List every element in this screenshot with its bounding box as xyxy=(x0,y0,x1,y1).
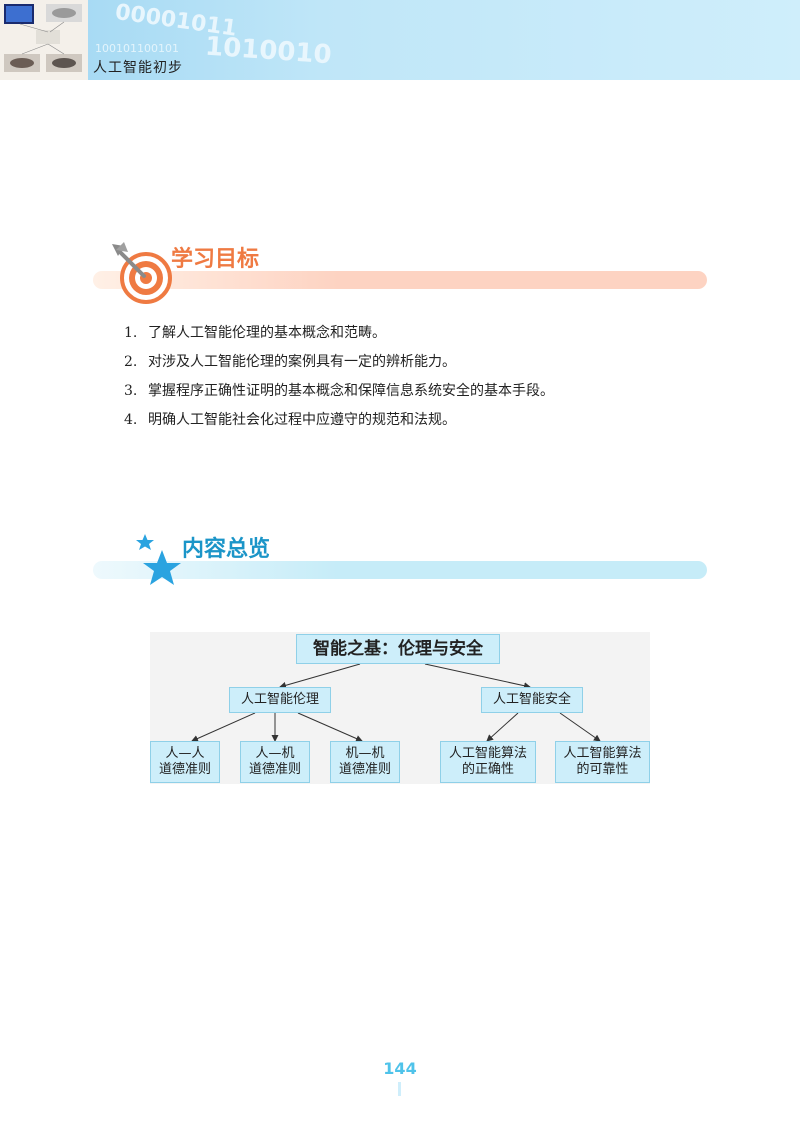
binary-watermark: 00001011 1010010 100101100101 xyxy=(95,0,355,80)
goals-title: 学习目标 xyxy=(171,247,260,272)
list-item-text: 掌握程序正确性证明的基本概念和保障信息系统安全的基本手段。 xyxy=(148,383,554,399)
diagram-node-algorithm-reliability: 人工智能算法 的可靠性 xyxy=(555,741,650,783)
page-number-tick xyxy=(398,1082,401,1096)
page-number: 144 xyxy=(383,1059,417,1078)
list-item-text: 明确人工智能社会化过程中应遵守的规范和法规。 xyxy=(148,412,456,428)
list-item: 1. 了解人工智能伦理的基本概念和范畴。 xyxy=(124,319,554,348)
page-header: 00001011 1010010 100101100101 人工智能初步 xyxy=(0,0,800,80)
goals-banner xyxy=(93,271,707,289)
star-icon xyxy=(130,532,190,594)
list-item-number: 4. xyxy=(124,412,138,428)
list-item-number: 2. xyxy=(124,354,138,370)
connector-root-left xyxy=(279,663,361,689)
diagram-node-human-machine: 人—机 道德准则 xyxy=(240,741,310,783)
connector-right-1 xyxy=(486,712,519,742)
diagram-root-node: 智能之基：伦理与安全 xyxy=(296,634,500,664)
overview-title: 内容总览 xyxy=(182,537,271,562)
connector-right-2 xyxy=(559,712,601,742)
connector-root-right xyxy=(424,663,531,690)
list-item-text: 了解人工智能伦理的基本概念和范畴。 xyxy=(148,325,386,341)
list-item-number: 1. xyxy=(124,325,138,341)
watermark-line-2: 1010010 xyxy=(204,32,332,71)
list-item-text: 对涉及人工智能伦理的案例具有一定的辨析能力。 xyxy=(148,354,456,370)
list-item: 2. 对涉及人工智能伦理的案例具有一定的辨析能力。 xyxy=(124,348,554,377)
target-icon xyxy=(110,240,176,306)
list-item-number: 3. xyxy=(124,383,138,399)
goals-list: 1. 了解人工智能伦理的基本概念和范畴。 2. 对涉及人工智能伦理的案例具有一定的辨… xyxy=(124,319,554,435)
diagram-node-security: 人工智能安全 xyxy=(481,687,583,713)
header-title: 人工智能初步 xyxy=(93,60,183,76)
overview-banner xyxy=(93,561,707,579)
diagram-node-human-human: 人—人 道德准则 xyxy=(150,741,220,783)
content-overview-diagram: 智能之基：伦理与安全 人工智能伦理 人工智能安全 人—人 道德准则 人—机 道德… xyxy=(150,632,650,784)
list-item: 4. 明确人工智能社会化过程中应遵守的规范和法规。 xyxy=(124,406,554,435)
list-item: 3. 掌握程序正确性证明的基本概念和保障信息系统安全的基本手段。 xyxy=(124,377,554,406)
watermark-line-3: 100101100101 xyxy=(95,42,179,55)
diagram-connectors xyxy=(191,663,601,742)
diagram-node-algorithm-correctness: 人工智能算法 的正确性 xyxy=(440,741,536,783)
connector-left-3 xyxy=(297,712,363,742)
diagram-node-machine-machine: 机—机 道德准则 xyxy=(330,741,400,783)
connector-left-1 xyxy=(191,712,256,742)
header-thumbnail-image xyxy=(0,0,88,80)
diagram-node-ethics: 人工智能伦理 xyxy=(229,687,331,713)
